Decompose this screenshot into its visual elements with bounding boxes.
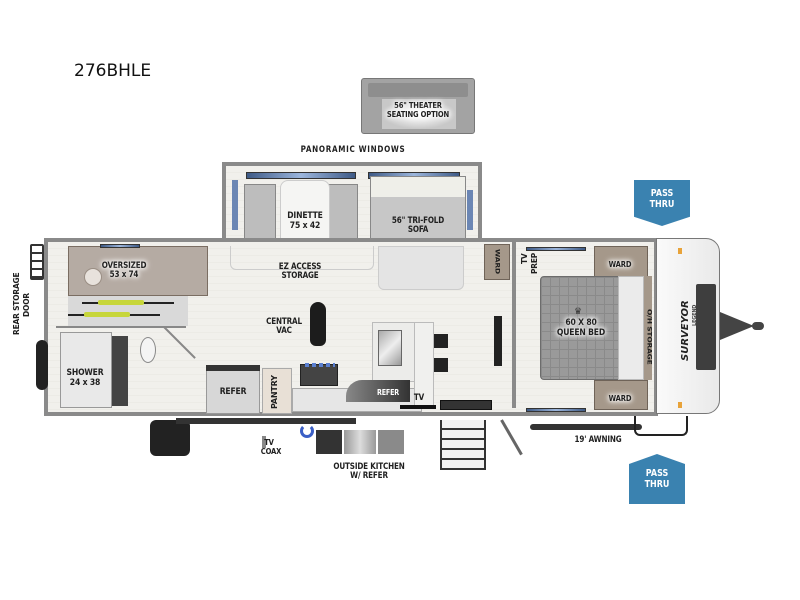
stool (434, 358, 448, 372)
oversized-label-2: 53 x 74 (109, 270, 139, 280)
hitch (720, 312, 766, 342)
sink (378, 330, 402, 366)
dinette-label-1: DINETTE (287, 211, 323, 221)
small-refrigerator (346, 380, 410, 402)
theater-seating-option (361, 78, 475, 134)
bike-storage (68, 296, 188, 326)
rear-storage-label-2: DOOR (22, 293, 31, 317)
ward-top (594, 246, 648, 278)
panoramic-windows-label: PANORAMIC WINDOWS (300, 145, 406, 155)
pantry (262, 368, 292, 414)
pass-thru-badge-top: PASS THRU (634, 180, 690, 226)
ez-access-label-1: EZ ACCESS (278, 262, 322, 272)
oversized-label-1: OVERSIZED (101, 261, 147, 271)
ward-slide-label: WARD (493, 248, 502, 274)
oh-storage-label: O/H STORAGE (645, 309, 654, 365)
outside-kitchen (316, 430, 406, 456)
tv-coax-label-1: TV (264, 438, 274, 447)
shower-label-2: 24 x 38 (69, 378, 101, 388)
model-name: 276BHLE (74, 61, 152, 81)
outside-kitchen-label-2: W/ REFER (350, 471, 388, 481)
front-window (696, 284, 716, 370)
tv-coax-label-2: COAX (260, 447, 282, 456)
toilet (140, 337, 156, 363)
teddy-bear-icon (84, 268, 102, 286)
theater-seating-label-1: 56" THEATER (394, 101, 442, 110)
pantry-label: PANTRY (270, 375, 279, 409)
ez-access-label-2: STORAGE (281, 271, 319, 281)
shower (60, 332, 112, 408)
queen-bed-label-1: 60 X 80 (565, 318, 597, 328)
ward-top-label: WARD (608, 260, 632, 269)
stove (300, 363, 338, 386)
sofa-label-1: 56" TRI-FOLD (391, 216, 445, 226)
pass-thru-badge-bottom: PASS THRU (629, 454, 685, 504)
crown-icon: ♛ (574, 306, 583, 316)
tv-prep-label-1: TV (520, 253, 529, 265)
central-vac-label-2: VAC (276, 326, 292, 336)
entry-steps (440, 420, 486, 470)
queen-bed (540, 276, 622, 380)
ward-bottom (594, 380, 648, 410)
pass-thru-bottom-label-2: THRU (644, 479, 670, 490)
pass-thru-top-label-2: THRU (649, 199, 675, 210)
ward-cabinet (484, 244, 510, 280)
stool (434, 334, 448, 348)
theater-seating-label-2: SEATING OPTION (386, 110, 450, 119)
kitchen-tv-label: TV (413, 393, 425, 403)
outside-kitchen-label-1: OUTSIDE KITCHEN (333, 462, 405, 472)
rear-storage-label-1: REAR STORAGE (12, 272, 21, 336)
tire (36, 340, 48, 390)
rear-ladder (30, 244, 44, 280)
dinette-label-2: 75 x 42 (289, 221, 321, 231)
brand-subtitle: LEGEND (692, 304, 698, 326)
sofa-label-2: SOFA (407, 225, 429, 235)
pass-thru-top-label-1: PASS (650, 188, 674, 199)
awning-label: 19' AWNING (574, 435, 622, 445)
shower-label-1: SHOWER (66, 368, 104, 378)
ward-bottom-label: WARD (608, 394, 632, 403)
central-vac-label-1: CENTRAL (266, 317, 302, 327)
bed-headboard (618, 276, 644, 380)
boot-print-icon (310, 302, 326, 346)
refer-label: REFER (219, 387, 247, 397)
entry-door-swing (500, 419, 523, 456)
panoramic-window-left (246, 172, 356, 179)
refer-small-label: REFER (376, 388, 400, 397)
tv-prep-label-2: PREP (530, 252, 539, 274)
awning (530, 424, 642, 430)
pass-thru-bottom-label-1: PASS (645, 468, 669, 479)
water-hose-icon (300, 424, 314, 438)
queen-bed-label-2: QUEEN BED (556, 328, 606, 338)
